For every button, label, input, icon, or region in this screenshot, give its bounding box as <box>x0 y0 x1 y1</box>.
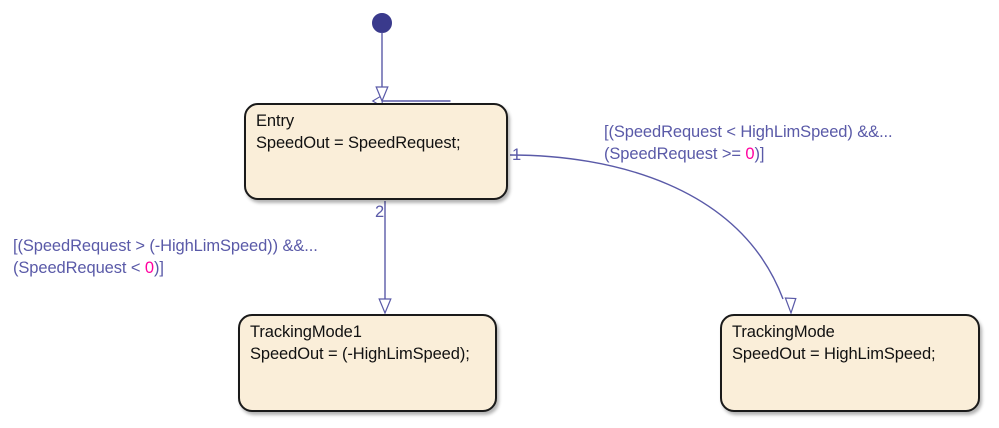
transition-1-label[interactable]: [(SpeedRequest < HighLimSpeed) &&... (Sp… <box>604 121 893 165</box>
default-transition-node-icon[interactable] <box>372 13 392 33</box>
transition-1-path[interactable] <box>509 154 797 315</box>
state-trackingmode1-action: SpeedOut = (-HighLimSpeed); <box>250 345 470 363</box>
transition-2-order[interactable]: 2 <box>375 203 385 221</box>
transition-1-label-line2-post: )] <box>754 145 765 163</box>
state-trackingmode-name: TrackingMode <box>732 323 835 341</box>
state-entry-action: SpeedOut = SpeedRequest; <box>256 134 461 152</box>
transition-1-label-line2-pre: (SpeedRequest >= <box>604 145 746 163</box>
state-trackingmode-text: TrackingMode SpeedOut = HighLimSpeed; <box>732 321 936 365</box>
state-trackingmode-action: SpeedOut = HighLimSpeed; <box>732 345 936 363</box>
default-transition-arrowhead-icon <box>375 86 389 103</box>
state-trackingmode[interactable]: TrackingMode SpeedOut = HighLimSpeed; <box>720 314 980 412</box>
transition-1-label-zero: 0 <box>745 145 755 163</box>
transition-1-label-line1: [(SpeedRequest < HighLimSpeed) &&... <box>604 123 893 141</box>
transition-2-label-zero: 0 <box>144 259 154 277</box>
transition-1-order[interactable]: 1 <box>512 146 522 164</box>
state-entry[interactable]: Entry SpeedOut = SpeedRequest; <box>244 103 508 200</box>
state-trackingmode1[interactable]: TrackingMode1 SpeedOut = (-HighLimSpeed)… <box>238 314 497 412</box>
state-trackingmode1-text: TrackingMode1 SpeedOut = (-HighLimSpeed)… <box>250 321 470 365</box>
transition-2-path[interactable] <box>378 201 392 315</box>
state-entry-text: Entry SpeedOut = SpeedRequest; <box>256 110 461 154</box>
transition-2-label[interactable]: [(SpeedRequest > (-HighLimSpeed)) &&... … <box>13 235 318 279</box>
transition-2-arrowhead-icon <box>378 298 392 315</box>
transition-2-label-line2: (SpeedRequest < 0)] <box>13 257 318 279</box>
transition-2-label-line2-pre: (SpeedRequest < <box>13 259 145 277</box>
state-trackingmode1-name: TrackingMode1 <box>250 323 362 341</box>
transition-2-label-line2-post: )] <box>153 259 164 277</box>
transition-1-label-line2: (SpeedRequest >= 0)] <box>604 143 893 165</box>
transition-1-shaft <box>509 154 784 300</box>
state-entry-name: Entry <box>256 112 295 130</box>
transition-1-arrowhead-icon <box>784 297 797 315</box>
transition-2-label-line1: [(SpeedRequest > (-HighLimSpeed)) &&... <box>13 237 318 255</box>
default-transition[interactable] <box>372 13 451 103</box>
